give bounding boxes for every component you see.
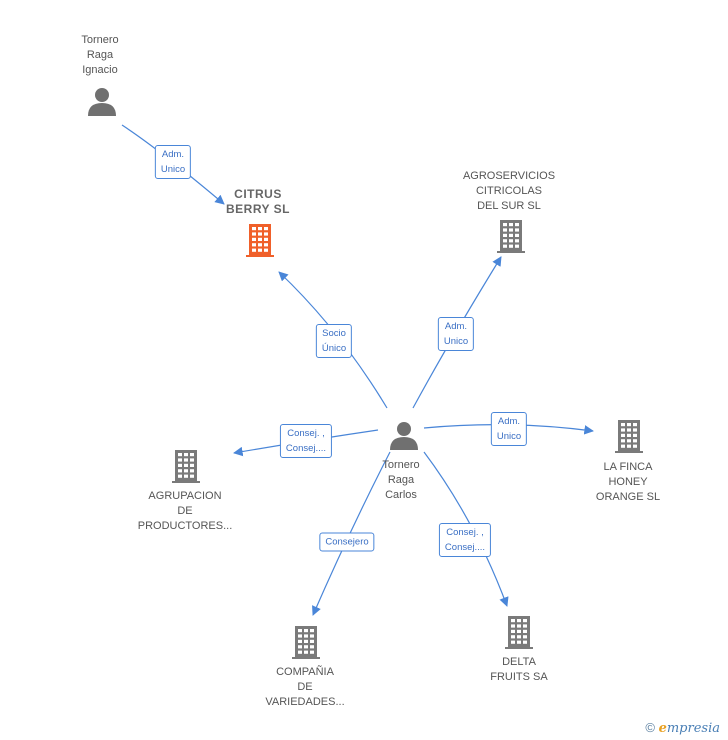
brand-logo[interactable]: empresia bbox=[658, 721, 720, 736]
edge-label-carlos-delta[interactable]: Consej. , Consej.... bbox=[438, 523, 492, 557]
person-icon-ignacio[interactable] bbox=[88, 88, 116, 116]
node-label-citrus-berry[interactable]: CITRUS BERRY SL bbox=[225, 187, 290, 216]
node-label-tornero-raga-carlos[interactable]: Tornero Raga Carlos bbox=[382, 459, 420, 501]
person-icon-carlos[interactable] bbox=[390, 422, 418, 450]
building-icon-agroservicios[interactable] bbox=[497, 220, 525, 253]
node-label-agroservicios[interactable]: AGROSERVICIOS CITRICOLAS DEL SUR SL bbox=[462, 170, 556, 212]
edge-label-carlos-agroservicios[interactable]: Adm. Unico bbox=[437, 317, 475, 351]
building-icon-delta[interactable] bbox=[505, 616, 533, 649]
edge-label-carlos-citrus[interactable]: Socio Único bbox=[315, 324, 353, 358]
copyright-icon: © bbox=[645, 720, 655, 735]
footer-brand: © empresia bbox=[645, 720, 720, 736]
edge-label-ignacio-citrus[interactable]: Adm. Unico bbox=[154, 145, 192, 179]
edge-label-carlos-lafinca[interactable]: Adm. Unico bbox=[490, 412, 528, 446]
building-icon-lafinca[interactable] bbox=[615, 420, 643, 453]
building-icon-agrupacion[interactable] bbox=[172, 450, 200, 483]
node-label-agrupacion[interactable]: AGRUPACION DE PRODUCTORES... bbox=[137, 490, 233, 532]
edge-label-carlos-compania[interactable]: Consejero bbox=[319, 532, 375, 552]
node-icons bbox=[88, 88, 643, 659]
edge-label-carlos-agrupacion[interactable]: Consej. , Consej.... bbox=[279, 424, 333, 458]
edge-carlos-compania bbox=[312, 451, 391, 616]
node-label-tornero-raga-ignacio[interactable]: Tornero Raga Ignacio bbox=[81, 34, 119, 76]
building-icon-citrus[interactable] bbox=[246, 224, 274, 257]
node-label-compania[interactable]: COMPAÑIA DE VARIEDADES... bbox=[265, 666, 345, 708]
building-icon-compania[interactable] bbox=[292, 626, 320, 659]
node-label-delta-fruits[interactable]: DELTA FRUITS SA bbox=[490, 656, 548, 683]
node-label-la-finca[interactable]: LA FINCA HONEY ORANGE SL bbox=[595, 461, 661, 503]
